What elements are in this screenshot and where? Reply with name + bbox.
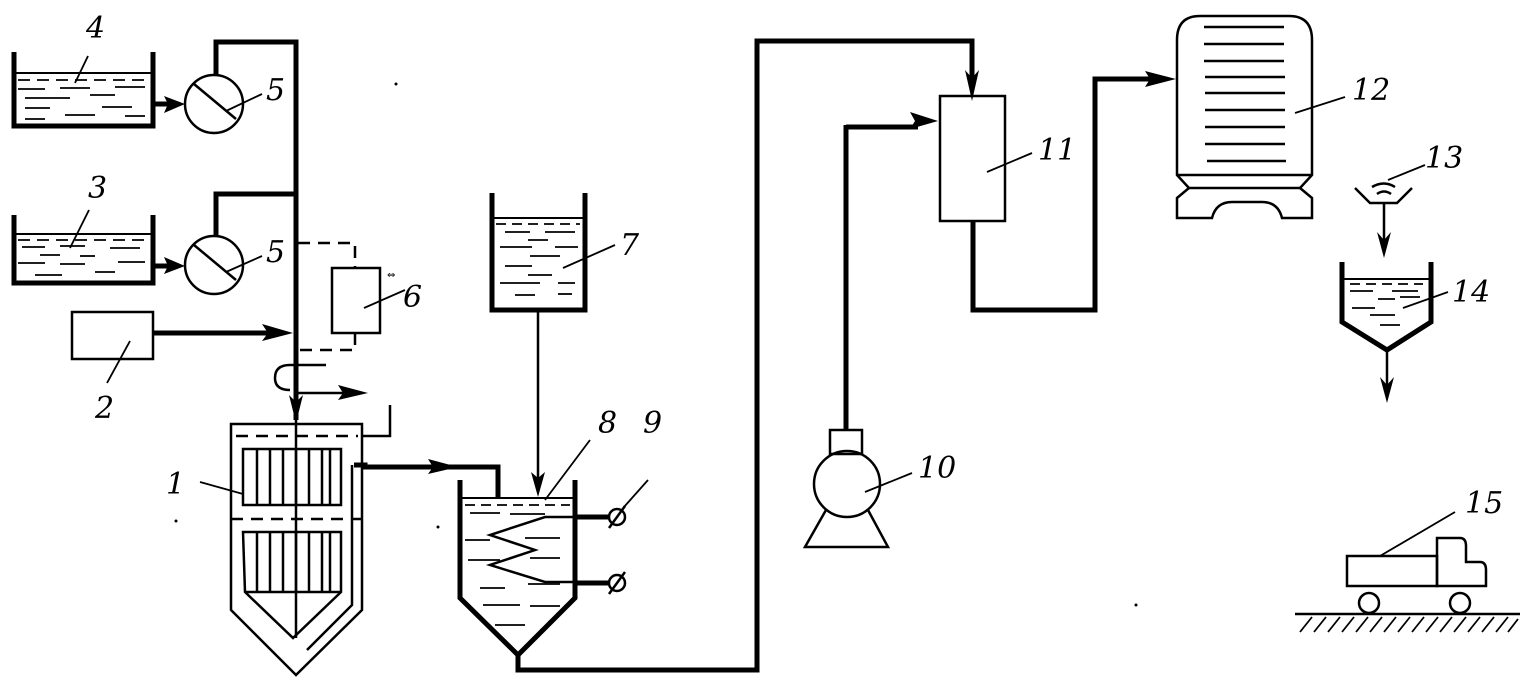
liquid-lines-4	[18, 79, 150, 120]
label-11: 11	[1038, 133, 1076, 168]
mark-6: ⇔	[387, 270, 395, 281]
label-7: 7	[620, 228, 640, 263]
flow-7-to-8	[531, 310, 545, 497]
pump-10: 10	[802, 125, 956, 549]
column-11: 11	[938, 94, 1076, 223]
label-12: 12	[1352, 73, 1390, 108]
hopper-13: 13	[1354, 141, 1463, 258]
tray-lines-12	[1204, 25, 1286, 163]
print-specks	[174, 82, 1138, 607]
label-5-upper: 5	[266, 73, 285, 108]
tank-4: 4	[11, 11, 156, 129]
flow-10-to-11	[846, 112, 938, 130]
bunker-14: 14	[1339, 262, 1490, 403]
pump-5-upper: 5	[183, 73, 285, 135]
vessel-12: 12	[1175, 14, 1390, 220]
label-6: 6	[403, 280, 422, 315]
flow-11-to-12	[970, 71, 1176, 313]
label-10: 10	[918, 451, 956, 486]
coil-connections-9: 9	[575, 406, 662, 595]
label-3: 3	[88, 171, 107, 206]
liquid-lines-8	[465, 504, 570, 626]
electrolyzer-1: 1	[166, 405, 392, 677]
ground-hatching	[1295, 612, 1520, 633]
liquid-lines-7	[496, 223, 580, 296]
tank-3: 3	[11, 171, 156, 286]
liquid-lines-14	[1350, 283, 1423, 326]
flow-8-to-11	[515, 38, 979, 673]
label-4: 4	[85, 11, 105, 46]
liquid-lines-3	[18, 239, 150, 276]
label-8: 8	[598, 406, 617, 441]
label-14: 14	[1452, 275, 1490, 310]
leader-4	[74, 55, 89, 84]
truck-15: 15	[1345, 486, 1503, 615]
label-2: 2	[94, 391, 114, 426]
label-13: 13	[1425, 141, 1463, 176]
flow-1-to-8	[354, 459, 501, 497]
tank-to-pump-flows	[153, 96, 185, 274]
feed-unit-2: 2	[70, 310, 293, 426]
gas-outlet	[273, 363, 368, 423]
reagent-tank-7: 7	[489, 193, 640, 313]
main-header-pipe	[213, 39, 299, 420]
label-9: 9	[643, 406, 662, 441]
label-15: 15	[1465, 486, 1503, 521]
label-5-lower: 5	[266, 235, 285, 270]
label-1: 1	[166, 467, 185, 502]
pump-5-lower: 5	[183, 234, 285, 296]
instrument-6: 6 ⇔	[298, 241, 422, 352]
leader-3	[69, 209, 90, 249]
